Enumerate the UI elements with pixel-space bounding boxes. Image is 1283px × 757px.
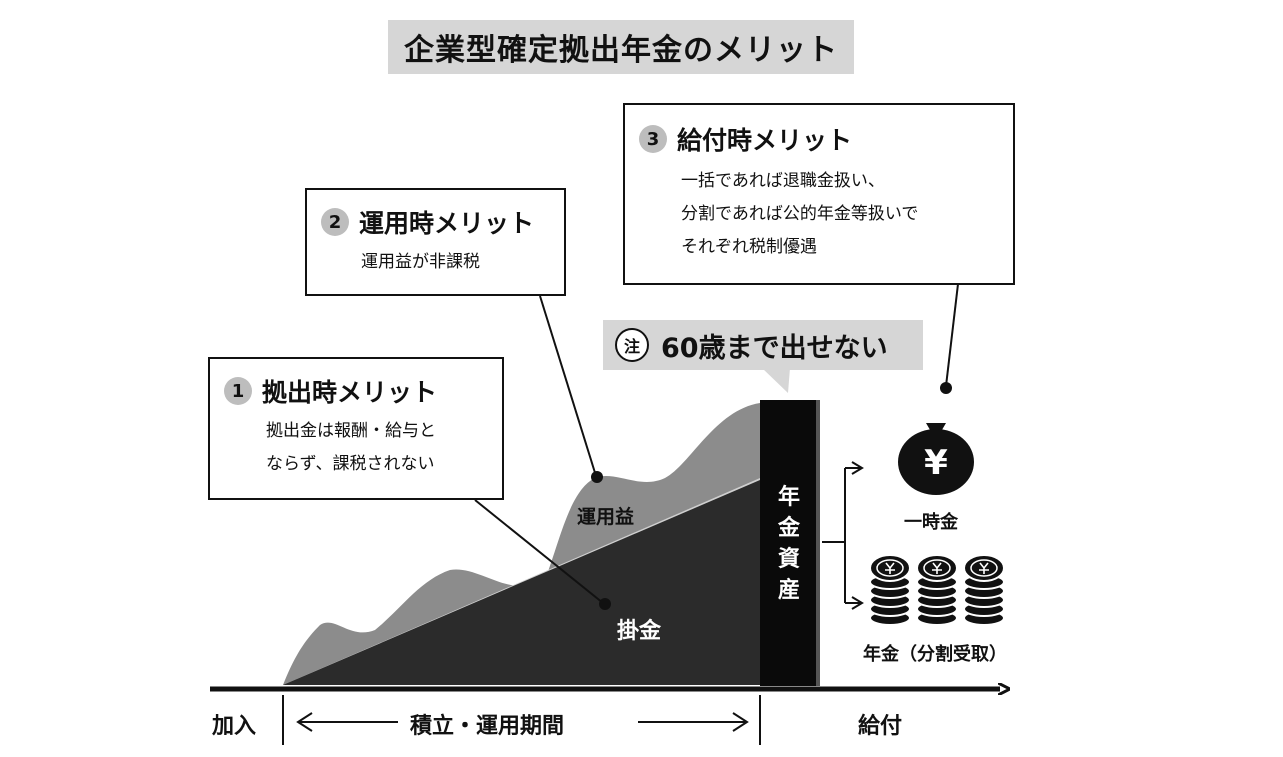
lump-sum-label: 一時金	[904, 512, 958, 533]
pension-assets-char: 産	[777, 578, 800, 603]
pension-assets-char: 年	[777, 485, 800, 510]
contribution-label: 掛金	[617, 619, 662, 644]
period-arrowhead-left	[296, 712, 313, 732]
merit-box-benefit: 3 給付時メリット 一括であれば退職金扱い、 分割であれば公的年金等扱いで それ…	[623, 103, 1015, 285]
merit-box-investment: 2 運用時メリット 運用益が非課税	[305, 188, 566, 296]
yen-mark	[885, 562, 895, 574]
leader-benefit	[945, 283, 959, 387]
svg-text:¥: ¥	[924, 443, 948, 483]
coin-stack	[869, 554, 911, 626]
coin-stacks-icon	[869, 554, 1005, 626]
join-label: 加入	[212, 714, 257, 739]
leader-gain-dot	[591, 471, 603, 483]
benefit-period-label: 給付	[858, 714, 903, 739]
payout-branch	[822, 468, 846, 603]
leader-contribution-dot	[599, 598, 611, 610]
merit-line: 拠出金は報酬・給与と	[266, 421, 436, 441]
merit-box-contribution: 1 拠出時メリット 拠出金は報酬・給与と ならず、課税されない	[208, 357, 504, 500]
period-arrowhead-right	[732, 712, 749, 732]
merit-line: 運用益が非課税	[361, 252, 480, 272]
lump-sum-arrowhead	[851, 461, 864, 475]
note-mark: 注	[615, 328, 649, 362]
coin-face	[876, 559, 904, 577]
pension-assets-bar-edge	[816, 400, 820, 686]
merit-title: 給付時メリット	[677, 126, 853, 155]
leader-benefit-dot	[940, 382, 952, 394]
yen-mark	[932, 562, 942, 574]
investment-gain-label: 運用益	[577, 506, 635, 528]
annuity-arrowhead	[851, 596, 864, 610]
note-callout-tail	[762, 368, 790, 393]
coin-stack	[963, 554, 1005, 626]
pension-assets-bar	[760, 400, 816, 686]
yen-mark	[979, 562, 989, 574]
annuity-label: 年金（分割受取）	[863, 644, 1007, 665]
leader-contribution	[474, 499, 604, 604]
accumulation-period-label: 積立・運用期間	[410, 714, 565, 739]
note-text: 60歳まで出せない	[661, 332, 888, 364]
merit-number-badge: 3	[639, 125, 667, 153]
merit-title: 運用時メリット	[359, 209, 535, 238]
merit-line: 一括であれば退職金扱い、	[681, 171, 885, 191]
diagram-title: 企業型確定拠出年金のメリット	[388, 20, 854, 74]
contribution-area	[283, 480, 760, 685]
leader-gain	[539, 295, 597, 477]
merit-line: それぞれ税制優遇	[681, 237, 817, 257]
coin-face	[970, 559, 998, 577]
merit-number-badge: 2	[321, 208, 349, 236]
coin-stack	[916, 554, 958, 626]
merit-line: ならず、課税されない	[266, 454, 435, 474]
merit-line: 分割であれば公的年金等扱いで	[681, 204, 919, 224]
age-restriction-note: 注 60歳まで出せない	[603, 320, 923, 370]
merit-number-badge: 1	[224, 377, 252, 405]
pension-assets-label: 年 金 資 産	[762, 482, 816, 606]
money-bag-icon: ¥	[898, 423, 974, 495]
contribution-edge	[283, 478, 760, 685]
pension-assets-char: 金	[777, 516, 800, 541]
merit-title: 拠出時メリット	[262, 378, 438, 407]
pension-assets-char: 資	[777, 547, 800, 572]
coin-face	[923, 559, 951, 577]
